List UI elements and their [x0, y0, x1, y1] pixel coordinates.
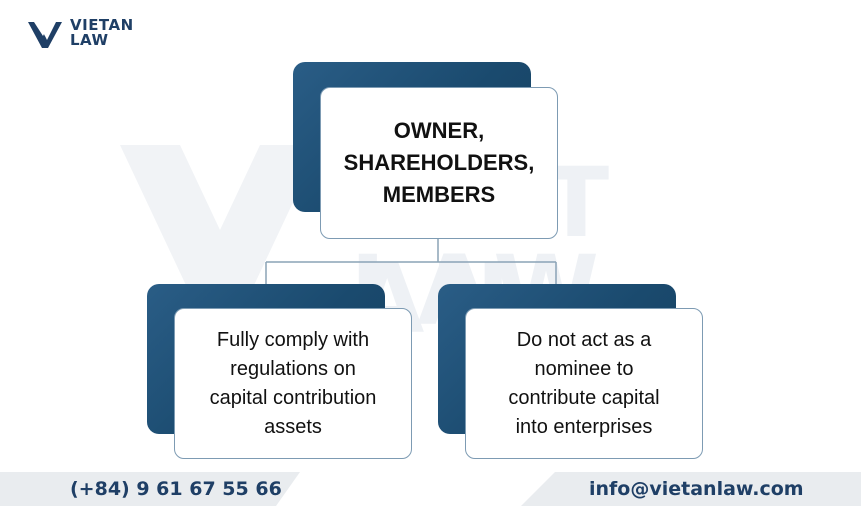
- logo-mark-icon: [28, 22, 62, 48]
- root-node-label: OWNER, SHAREHOLDERS, MEMBERS: [343, 118, 535, 207]
- contact-email[interactable]: info@vietanlaw.com: [589, 478, 804, 500]
- footer-band-right: [521, 472, 861, 506]
- child-node-left-front: Fully comply with regulations on capital…: [174, 308, 412, 459]
- child-node-right-front: Do not act as a nominee to contribute ca…: [465, 308, 703, 459]
- brand-name-line2: LAW: [70, 31, 109, 49]
- root-node-front: OWNER, SHAREHOLDERS, MEMBERS: [320, 87, 558, 239]
- brand-logo: VIETAN LAW: [26, 14, 146, 60]
- child-node-left-label: Fully comply with regulations on capital…: [209, 328, 377, 438]
- footer-band-left: [0, 472, 300, 506]
- brand-name-line1: VIETAN: [70, 16, 134, 34]
- contact-phone[interactable]: (+84) 9 61 67 55 66: [70, 478, 282, 500]
- child-node-right-label: Do not act as a nominee to contribute ca…: [508, 328, 660, 438]
- brand-name: VIETAN LAW: [70, 18, 134, 48]
